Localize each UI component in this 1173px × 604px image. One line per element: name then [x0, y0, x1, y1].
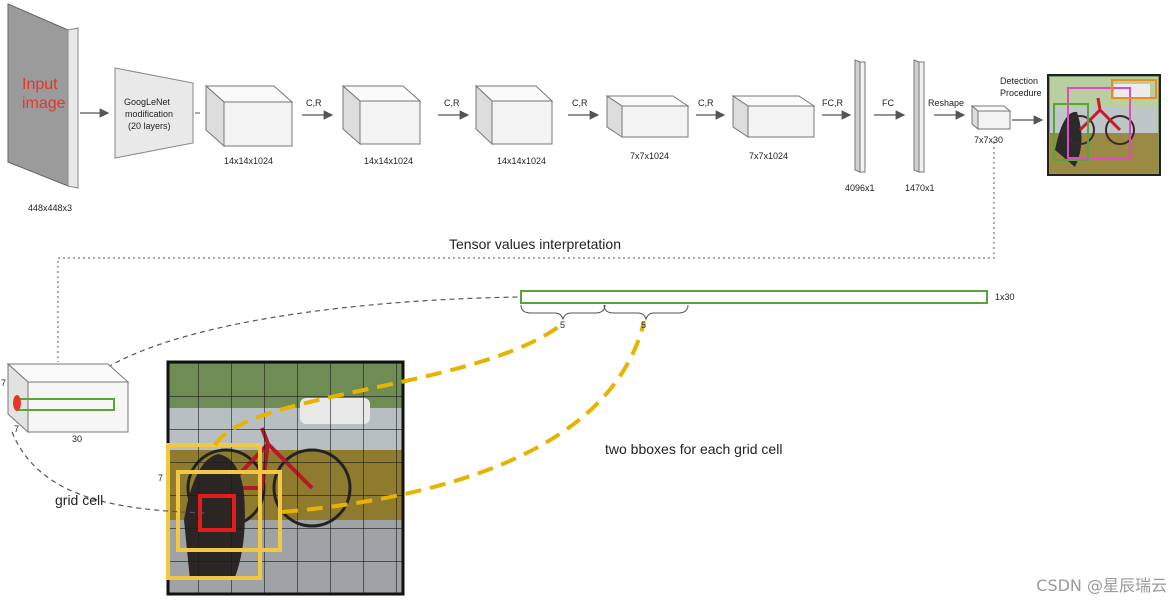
bbox-link-2: [281, 321, 646, 514]
fc2-size: 1470x1: [905, 183, 935, 193]
dotted-connector: [57, 142, 995, 362]
detection-line1: Detection: [1000, 76, 1039, 86]
vector-1x30: [520, 290, 988, 304]
layer-size-1: 14x14x1024: [224, 156, 274, 166]
brace-2: [603, 304, 689, 321]
detection-thumbnail: [1047, 74, 1161, 176]
layer-cube-2: [341, 84, 422, 146]
layer-size-2: 14x14x1024: [364, 156, 414, 166]
googlenet-line3: (20 layers): [128, 121, 171, 131]
input-size: 448x448x3: [28, 203, 73, 213]
input-image-slab: [7, 3, 79, 189]
grid-cell-connector: [11, 431, 206, 514]
fc-bar-1470: [913, 59, 925, 173]
brace-1: [520, 304, 606, 321]
layer-op-3: C,R: [572, 98, 588, 108]
grid-photo: [166, 360, 405, 596]
tensor-dim-a: 7: [1, 378, 7, 388]
input-label-line1: Input: [22, 76, 58, 93]
googlenet-line2: modification: [125, 109, 174, 119]
layer-op-4: C,R: [698, 98, 714, 108]
tensor-dim-b: 7: [14, 424, 20, 434]
layer-cube-1: [204, 84, 294, 148]
input-label-line2: image: [22, 95, 66, 112]
grid-cell-label: grid cell: [55, 492, 104, 508]
layer-cube-4: [605, 95, 690, 138]
layer-size-4: 7x7x1024: [630, 151, 670, 161]
googlenet-line1: GoogLeNet: [124, 97, 171, 107]
bbox-link-1: [213, 320, 567, 447]
grid-side-label: 7: [158, 473, 164, 483]
tensor-box: [6, 362, 130, 434]
layer-op-2: C,R: [444, 98, 460, 108]
layer-cube-5: [731, 95, 816, 138]
brace-label-2: 5: [641, 320, 647, 330]
brace-label-1: 5: [560, 320, 566, 330]
tensor-dim-c: 30: [72, 434, 83, 444]
output-size: 7x7x30: [974, 135, 1004, 145]
layer-size-5: 7x7x1024: [749, 151, 789, 161]
fc2-op: Reshape: [928, 98, 965, 108]
detection-line2: Procedure: [1000, 88, 1042, 98]
layer-op-5: FC,R: [822, 98, 843, 108]
fc-bar-4096: [854, 59, 866, 173]
bbox-caption: two bboxes for each grid cell: [605, 441, 783, 457]
output-cube: [970, 104, 1012, 131]
vector-label: 1x30: [995, 292, 1015, 302]
googlenet-block: [114, 67, 194, 159]
fc1-size: 4096x1: [845, 183, 875, 193]
layer-size-3: 14x14x1024: [497, 156, 547, 166]
layer-op-1: C,R: [306, 98, 322, 108]
watermark: CSDN @星辰瑞云: [1036, 576, 1167, 595]
layer-cube-3: [474, 84, 554, 146]
fc1-op: FC: [882, 98, 894, 108]
interpretation-title: Tensor values interpretation: [449, 236, 621, 252]
